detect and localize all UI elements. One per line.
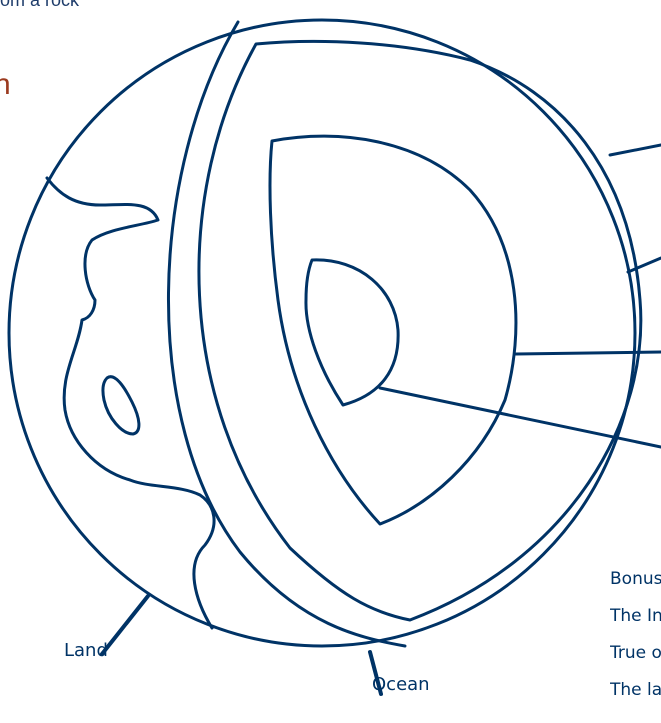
pointer-crust xyxy=(610,145,661,155)
lake xyxy=(103,377,139,434)
globe-outline xyxy=(9,20,635,646)
pointer-land xyxy=(102,596,148,654)
inner-core xyxy=(306,260,398,405)
right-text-column: Bonus The In True o The la xyxy=(610,568,661,716)
continent-land xyxy=(47,178,214,628)
pointer-mantle xyxy=(628,258,661,272)
label-land: Land xyxy=(64,640,108,661)
pointer-outer-core xyxy=(516,352,661,354)
crust-inner-boundary xyxy=(199,41,641,620)
right-line-4: The la xyxy=(610,679,661,716)
right-line-2: The In xyxy=(610,605,661,642)
outer-core xyxy=(270,136,516,524)
right-line-3: True o xyxy=(610,642,661,679)
label-ocean: Ocean xyxy=(372,674,430,695)
right-line-1: Bonus xyxy=(610,568,661,605)
pointer-inner-core xyxy=(380,388,661,447)
